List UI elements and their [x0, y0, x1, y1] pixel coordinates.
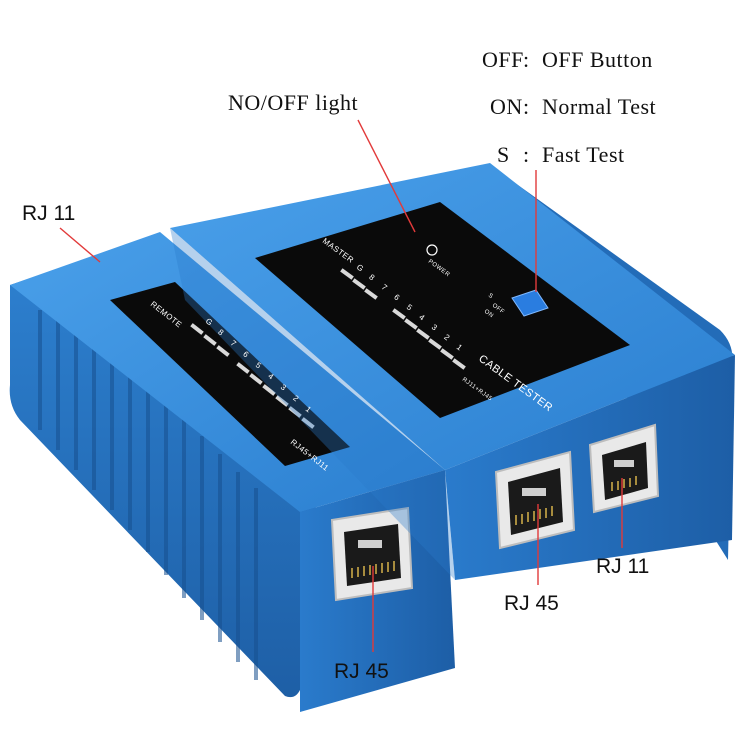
callout-remote-port-label: RJ 45	[334, 660, 389, 683]
master-led-bars	[340, 268, 466, 370]
callout-remote-top-label: RJ 11	[22, 202, 76, 225]
power-led	[426, 244, 438, 256]
remote-unit: REMOTE RJ45+RJ11	[9, 232, 455, 712]
callout-light-label: NO/OFF light	[228, 90, 359, 115]
remote-pin-6: 3	[279, 382, 288, 392]
remote-pin-1: 8	[216, 327, 225, 337]
legend-s-desc: Fast Test	[542, 142, 625, 167]
master-pin-3: 6	[392, 292, 401, 302]
remote-pin-3: 6	[241, 349, 250, 359]
remote-rj45-port	[330, 506, 414, 602]
callout-line-remote-top	[59, 227, 101, 263]
remote-pin-2: 7	[229, 338, 238, 348]
master-pin-2: 7	[380, 282, 389, 292]
legend-on-key: ON	[490, 94, 523, 119]
master-unit: MASTER POWER OFF	[170, 163, 735, 580]
callout-master-rj11-label: RJ 11	[596, 555, 650, 578]
remote-pin-0: G	[204, 316, 215, 327]
switch-label-on: ON	[483, 309, 495, 320]
legend-off-sep: :	[523, 47, 530, 72]
master-pin-4: 5	[405, 302, 414, 312]
remote-led-bars	[190, 323, 315, 429]
callout-line-light	[357, 119, 416, 233]
master-rj45-port	[494, 450, 576, 550]
master-pin-5: 4	[417, 312, 426, 322]
master-pin-7: 2	[442, 332, 451, 342]
legend-off-desc: OFF Button	[542, 47, 653, 72]
switch-label-s: S	[487, 293, 494, 301]
legend-on-sep: :	[523, 94, 530, 119]
remote-pin-4: 5	[254, 360, 263, 370]
master-rj11-port	[588, 423, 660, 514]
remote-pin-5: 4	[266, 371, 275, 381]
mode-switch[interactable]	[511, 289, 549, 317]
remote-pin-7: 2	[291, 393, 300, 403]
master-pin-8: 1	[455, 342, 464, 352]
legend-s-sep: :	[523, 142, 530, 167]
master-pin-6: 3	[430, 322, 439, 332]
callout-lines	[59, 119, 623, 652]
remote-pin-8: 1	[304, 404, 313, 414]
legend-on-desc: Normal Test	[542, 94, 657, 119]
legend-s-key: S	[497, 142, 510, 167]
master-pin-1: 8	[367, 272, 376, 282]
legend-off-key: OFF	[482, 47, 524, 72]
remote-side-ribs	[38, 310, 258, 680]
callout-master-rj45-label: RJ 45	[504, 592, 559, 615]
master-pin-0: G	[355, 262, 366, 273]
